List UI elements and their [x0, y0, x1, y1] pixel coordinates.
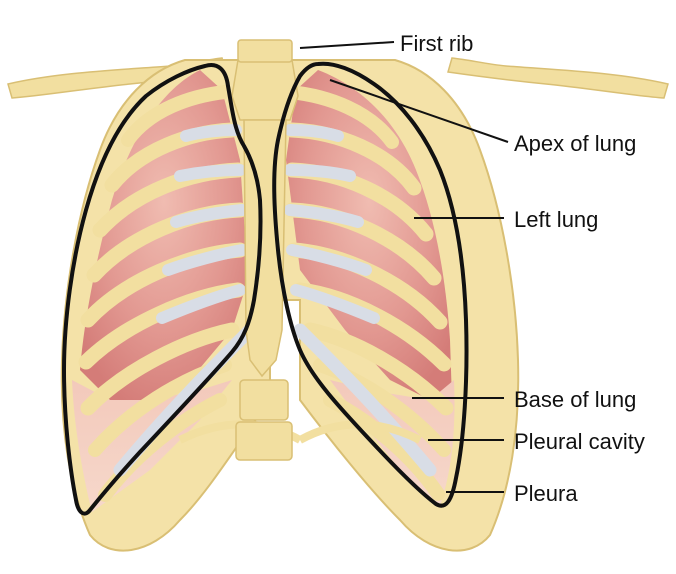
label-base-of-lung: Base of lung [514, 387, 637, 412]
vertebrae [178, 379, 422, 461]
leader-lines [299, 41, 509, 493]
label-pleural-cavity: Pleural cavity [514, 429, 645, 454]
leader-apex-of-lung [329, 79, 509, 143]
left-lung-outline [272, 61, 469, 508]
first-rib-cartilage [237, 39, 293, 63]
label-pleura: Pleura [514, 481, 578, 506]
label-first-rib: First rib [400, 31, 474, 56]
manubrium [231, 59, 299, 121]
label-apex-of-lung: Apex of lung [514, 131, 637, 156]
label-left-lung: Left lung [514, 207, 599, 232]
right-lung-outline [62, 63, 263, 516]
costal-cartilage-right [284, 124, 437, 477]
leader-first-rib [299, 41, 395, 49]
right-clavicle [447, 57, 669, 99]
